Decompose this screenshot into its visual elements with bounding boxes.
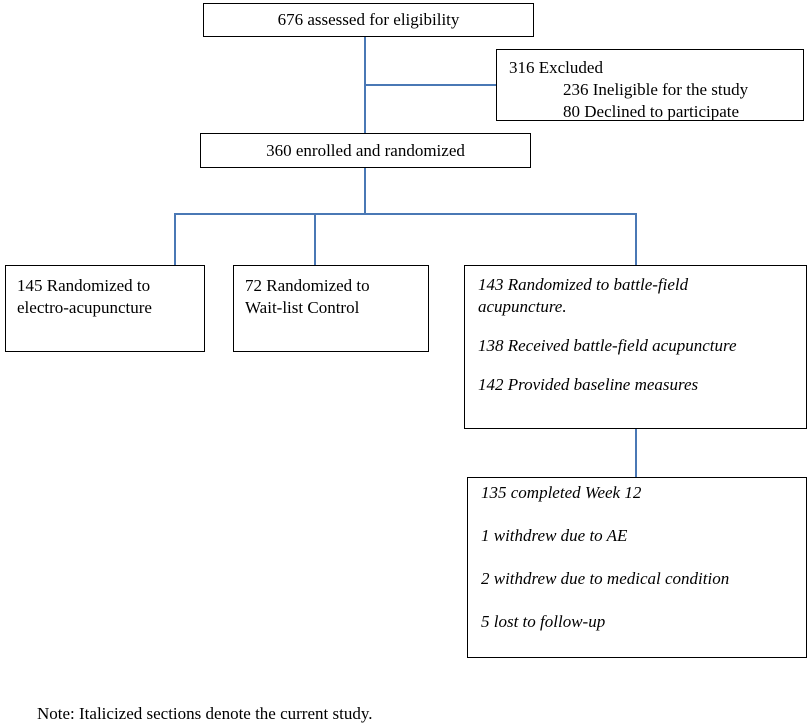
followup-lost: 5 lost to follow-up xyxy=(481,612,606,631)
assessed-box: 676 assessed for eligibility xyxy=(203,3,534,37)
connector-to-excluded xyxy=(365,84,496,86)
connector-to-waitlist xyxy=(314,213,316,265)
connector-battlefield-to-followup xyxy=(635,429,637,477)
battlefield-received: 138 Received battle-field acupuncture xyxy=(478,336,737,355)
enrolled-box: 360 enrolled and randomized xyxy=(200,133,531,168)
followup-box: 135 completed Week 12 1 withdrew due to … xyxy=(467,477,807,658)
battlefield-randomized-line-2: acupuncture. xyxy=(478,297,567,316)
followup-withdrew-medical: 2 withdrew due to medical condition xyxy=(481,569,730,588)
followup-withdrew-ae: 1 withdrew due to AE xyxy=(481,526,628,545)
battlefield-baseline: 142 Provided baseline measures xyxy=(478,375,699,394)
connector-to-battlefield xyxy=(635,213,637,265)
enrolled-text: 360 enrolled and randomized xyxy=(266,141,465,160)
waitlist-control-box: 72 Randomized to Wait-list Control xyxy=(233,265,429,352)
followup-completed: 135 completed Week 12 xyxy=(481,483,642,502)
footnote: Note: Italicized sections denote the cur… xyxy=(37,704,373,723)
excluded-item-declined: 80 Declined to participate xyxy=(563,102,740,121)
connector-horizontal-split xyxy=(174,213,637,215)
connector-enrolled-down xyxy=(364,168,366,214)
excluded-item-ineligible: 236 Ineligible for the study xyxy=(563,80,749,99)
battlefield-randomized-line-1: 143 Randomized to battle-field xyxy=(478,275,689,294)
excluded-title: 316 Excluded xyxy=(509,58,603,77)
electro-line-1: 145 Randomized to xyxy=(17,276,151,295)
assessed-text: 676 assessed for eligibility xyxy=(277,10,460,29)
electro-acupuncture-box: 145 Randomized to electro-acupuncture xyxy=(5,265,205,352)
battlefield-acupuncture-box: 143 Randomized to battle-field acupunctu… xyxy=(464,265,807,429)
waitlist-line-1: 72 Randomized to xyxy=(245,276,370,295)
excluded-box: 316 Excluded 236 Ineligible for the stud… xyxy=(496,49,804,121)
waitlist-line-2: Wait-list Control xyxy=(245,298,360,317)
electro-line-2: electro-acupuncture xyxy=(17,298,152,317)
connector-to-electro xyxy=(174,213,176,265)
